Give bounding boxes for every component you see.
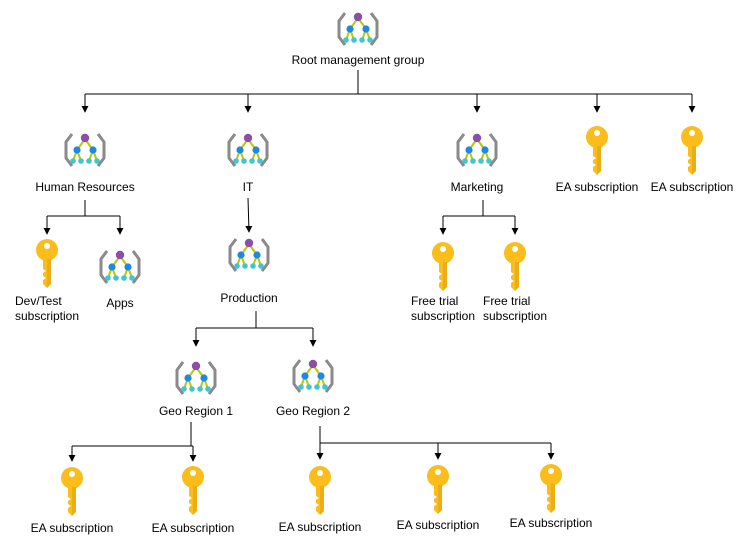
bracket-left xyxy=(456,133,466,167)
node-label: Geo Region 2 xyxy=(275,404,351,418)
node-label: Free trial subscription xyxy=(410,294,476,323)
key-icon xyxy=(36,239,58,288)
key-icon xyxy=(504,242,526,291)
management-group-icon xyxy=(456,133,498,167)
key-icon xyxy=(432,242,454,291)
node-label: Geo Region 1 xyxy=(158,404,234,418)
bracket-right xyxy=(207,361,217,395)
bracket-left xyxy=(228,238,238,272)
bracket-right xyxy=(488,133,498,167)
bracket-right xyxy=(131,250,141,284)
management-group-icon xyxy=(292,359,334,393)
bracket-left xyxy=(99,250,109,284)
node-label: Free trial subscription xyxy=(482,294,548,323)
management-group-icon xyxy=(228,238,270,272)
node-label: EA subscription xyxy=(151,521,235,535)
key-icon xyxy=(61,467,83,516)
management-group-icon xyxy=(99,250,141,284)
management-group-icon xyxy=(64,133,106,167)
key-icon xyxy=(681,126,703,175)
node-label: Root management group xyxy=(291,53,425,67)
bracket-left xyxy=(64,133,74,167)
key-icon xyxy=(309,466,331,515)
node-label: EA subscription xyxy=(509,516,593,530)
management-group-icon xyxy=(337,12,379,46)
node-label: Marketing xyxy=(450,180,504,194)
bracket-right xyxy=(96,133,106,167)
node-label: Apps xyxy=(106,296,134,310)
node-label: Human Resources xyxy=(35,180,135,194)
edge-it-prod xyxy=(245,197,253,233)
bracket-left xyxy=(227,133,237,167)
node-label: EA subscription xyxy=(396,518,480,532)
bracket-left xyxy=(292,359,302,393)
node-label: EA subscription xyxy=(555,180,639,194)
key-icon xyxy=(182,466,204,515)
management-group-icon xyxy=(175,361,217,395)
key-icon xyxy=(427,465,449,514)
bracket-left xyxy=(337,12,347,46)
node-label: EA subscription xyxy=(278,520,362,534)
bracket-right xyxy=(259,133,269,167)
node-label: IT xyxy=(242,180,254,194)
node-label: Production xyxy=(220,291,278,305)
node-label: EA subscription xyxy=(650,180,734,194)
bracket-right xyxy=(369,12,379,46)
bracket-right xyxy=(324,359,334,393)
management-group-icon xyxy=(227,133,269,167)
node-label: EA subscription xyxy=(30,521,114,535)
node-label: Dev/Test subscription xyxy=(14,294,80,323)
bracket-right xyxy=(260,238,270,272)
key-icon xyxy=(540,464,562,513)
key-icon xyxy=(586,126,608,175)
bracket-left xyxy=(175,361,185,395)
